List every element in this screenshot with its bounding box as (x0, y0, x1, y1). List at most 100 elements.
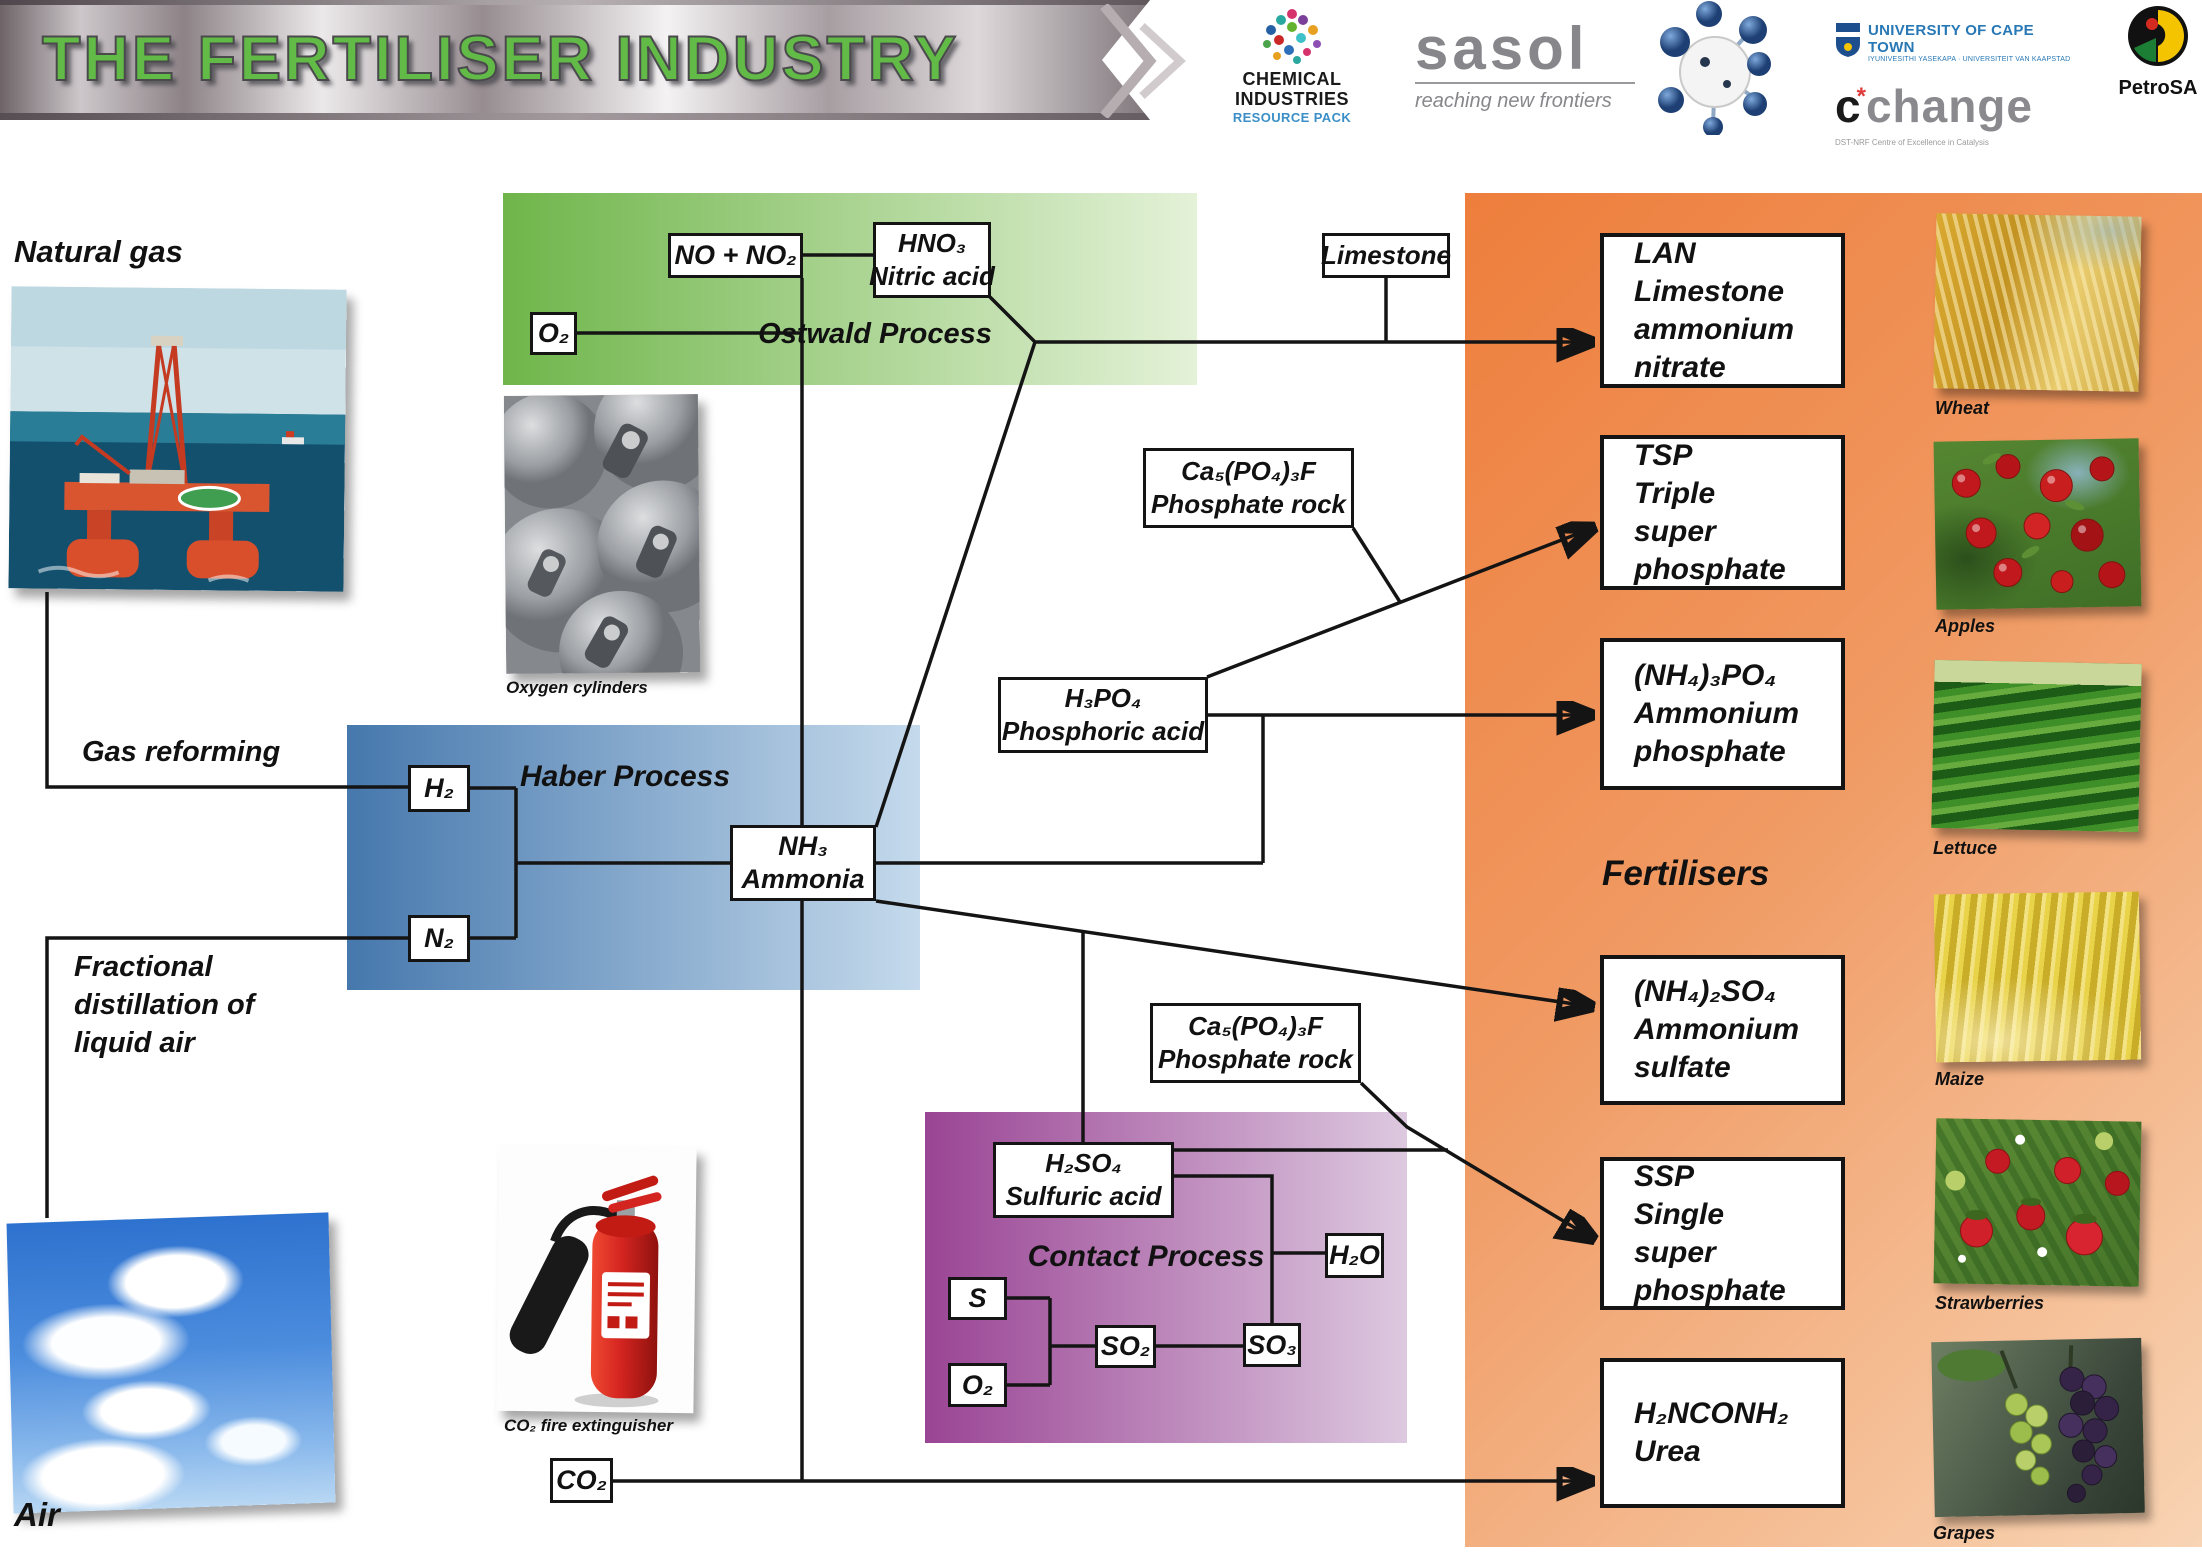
node-phosphate-rock-1: Ca₅(PO₄)₃F Phosphate rock (1143, 448, 1354, 528)
apples-photo (1933, 438, 2142, 610)
product-line: SSP (1634, 1159, 1695, 1193)
node-label: NO + NO₂ (674, 240, 797, 270)
node-co2: CO₂ (550, 1458, 613, 1503)
node-label: H₂ (424, 773, 454, 803)
sasol-wordmark: sasol (1415, 19, 1635, 84)
oxygen-cylinders-photo (503, 394, 701, 674)
node-h3po4-phosphoric-acid: H₃PO₄ Phosphoric acid (998, 677, 1208, 753)
strawberries-art (1945, 1132, 2130, 1263)
sasol-tagline: reaching new frontiers (1415, 90, 1612, 112)
cylinders-art (503, 394, 701, 674)
node-name: Phosphate rock (1150, 489, 1347, 519)
node-formula: Ca₅(PO₄)₃F (1181, 456, 1316, 486)
line-naturalgas-h2 (45, 592, 408, 789)
natural-gas-rig-photo (8, 286, 347, 592)
node-formula: H₂SO₄ (1045, 1148, 1122, 1178)
product-line: phosphate (1634, 735, 1786, 768)
node-sulfur: S (948, 1277, 1007, 1320)
node-so3: SO₃ (1243, 1323, 1301, 1367)
product-line: ammonium (1634, 312, 1795, 346)
node-formula: Ca₅(PO₄)₃F (1188, 1011, 1323, 1041)
node-hno3-nitric-acid: HNO₃ Nitric acid (869, 222, 995, 298)
strawberries-photo (1933, 1118, 2142, 1287)
product-line: phosphate (1634, 1273, 1786, 1307)
line-hno3-lan (988, 295, 1588, 342)
ostwald-process-label: Ostwald Process (758, 318, 992, 350)
lettuce-caption: Lettuce (1933, 838, 1998, 858)
product-line: Urea (1634, 1435, 1701, 1468)
ostwald-process-panel (503, 193, 1197, 385)
node-h2o: H₂O (1325, 1233, 1384, 1278)
petrosa-name: PetroSA (2118, 77, 2198, 99)
node-name: Ammonia (741, 864, 865, 894)
line-rock1-stub (1351, 527, 1402, 603)
product-line: H₂NCONH₂ (1634, 1397, 1789, 1430)
node-phosphate-rock-2: Ca₅(PO₄)₃F Phosphate rock (1150, 1003, 1361, 1083)
oxygen-cylinders-caption: Oxygen cylinders (506, 678, 648, 697)
product-line: Single (1634, 1197, 1725, 1231)
line-haber-bus (470, 786, 730, 940)
product-line: LAN (1634, 236, 1696, 270)
node-name: Sulfuric acid (1005, 1181, 1162, 1211)
product-box-tsp: TSP Triple super phosphate (1600, 435, 1845, 590)
contact-process-label: Contact Process (1027, 1240, 1265, 1273)
node-o2-contact: O₂ (948, 1363, 1007, 1407)
node-label: N₂ (424, 923, 454, 953)
grapes-art (1937, 1345, 2120, 1503)
cchange-rest: change (1865, 80, 2033, 132)
node-label: S (968, 1283, 987, 1313)
product-line: super (1634, 514, 1716, 548)
maize-caption: Maize (1935, 1069, 1985, 1089)
node-nh3-ammonia: NH₃ Ammonia (730, 825, 876, 901)
ribbon-fold-icon (1100, 4, 1186, 118)
node-label: SO₃ (1247, 1329, 1297, 1360)
haber-process-label: Haber Process (519, 760, 731, 793)
node-label: CO₂ (556, 1465, 607, 1495)
chemind-line1: CHEMICAL (1242, 69, 1342, 89)
node-n2: N₂ (408, 915, 470, 962)
product-box-urea: H₂NCONH₂ Urea (1600, 1358, 1845, 1508)
node-o2-ostwald: O₂ (530, 312, 577, 355)
product-box-lan: LAN Limestone ammonium nitrate (1600, 233, 1845, 388)
wheat-caption: Wheat (1935, 398, 1989, 418)
line-hno3-nh3-diagonal (874, 341, 1037, 828)
co2-fire-extinguisher-photo (496, 1144, 697, 1414)
product-line: phosphate (1634, 552, 1786, 586)
grapes-photo (1931, 1337, 2145, 1518)
node-no-no2: NO + NO₂ (668, 233, 803, 278)
line-rock2-ssp (1359, 1081, 1590, 1237)
line-s-o2-join (1007, 1296, 1095, 1387)
product-line: Ammonium (1634, 697, 1799, 730)
product-line: Limestone (1634, 274, 1785, 308)
product-line: TSP (1634, 438, 1693, 472)
natural-gas-label: Natural gas (14, 234, 183, 269)
product-line: sulfate (1634, 1051, 1731, 1084)
node-label: H₂O (1329, 1240, 1380, 1270)
product-line: Triple (1634, 476, 1716, 510)
cchange-c: c (1835, 80, 1861, 132)
node-label: SO₂ (1100, 1331, 1151, 1361)
apples-caption: Apples (1935, 616, 1996, 636)
node-name: Phosphoric acid (1001, 716, 1205, 746)
strawberries-caption: Strawberries (1935, 1293, 2045, 1313)
petrosa-mark-icon (2128, 6, 2188, 66)
node-limestone: Limestone (1320, 233, 1452, 278)
chemind-line3: RESOURCE PACK (1232, 110, 1352, 125)
fertilisers-panel (1465, 193, 2202, 1547)
gas-reforming-label: Gas reforming (82, 736, 281, 768)
product-line: Ammonium (1634, 1013, 1799, 1046)
page-title: THE FERTILISER INDUSTRY (41, 23, 960, 95)
line-air-n2 (45, 936, 408, 1218)
petrosa-logo: PetroSA (2118, 4, 2198, 100)
line-nh3-branch (876, 715, 1265, 865)
chemical-industries-logo: CHEMICAL INDUSTRIES RESOURCE PACK (1222, 2, 1362, 127)
sasol-logo: sasol reaching new frontiers (1415, 19, 1635, 113)
node-formula: H₃PO₄ (1064, 683, 1142, 713)
uct-crest-icon (1835, 23, 1860, 57)
uct-subtitle: IYUNIVESITHI YASEKAPA · UNIVERSITEIT VAN… (1867, 56, 2071, 63)
node-formula: HNO₃ (898, 228, 966, 258)
node-label: Limestone (1320, 240, 1452, 270)
title-banner: THE FERTILISER INDUSTRY (0, 0, 1150, 120)
